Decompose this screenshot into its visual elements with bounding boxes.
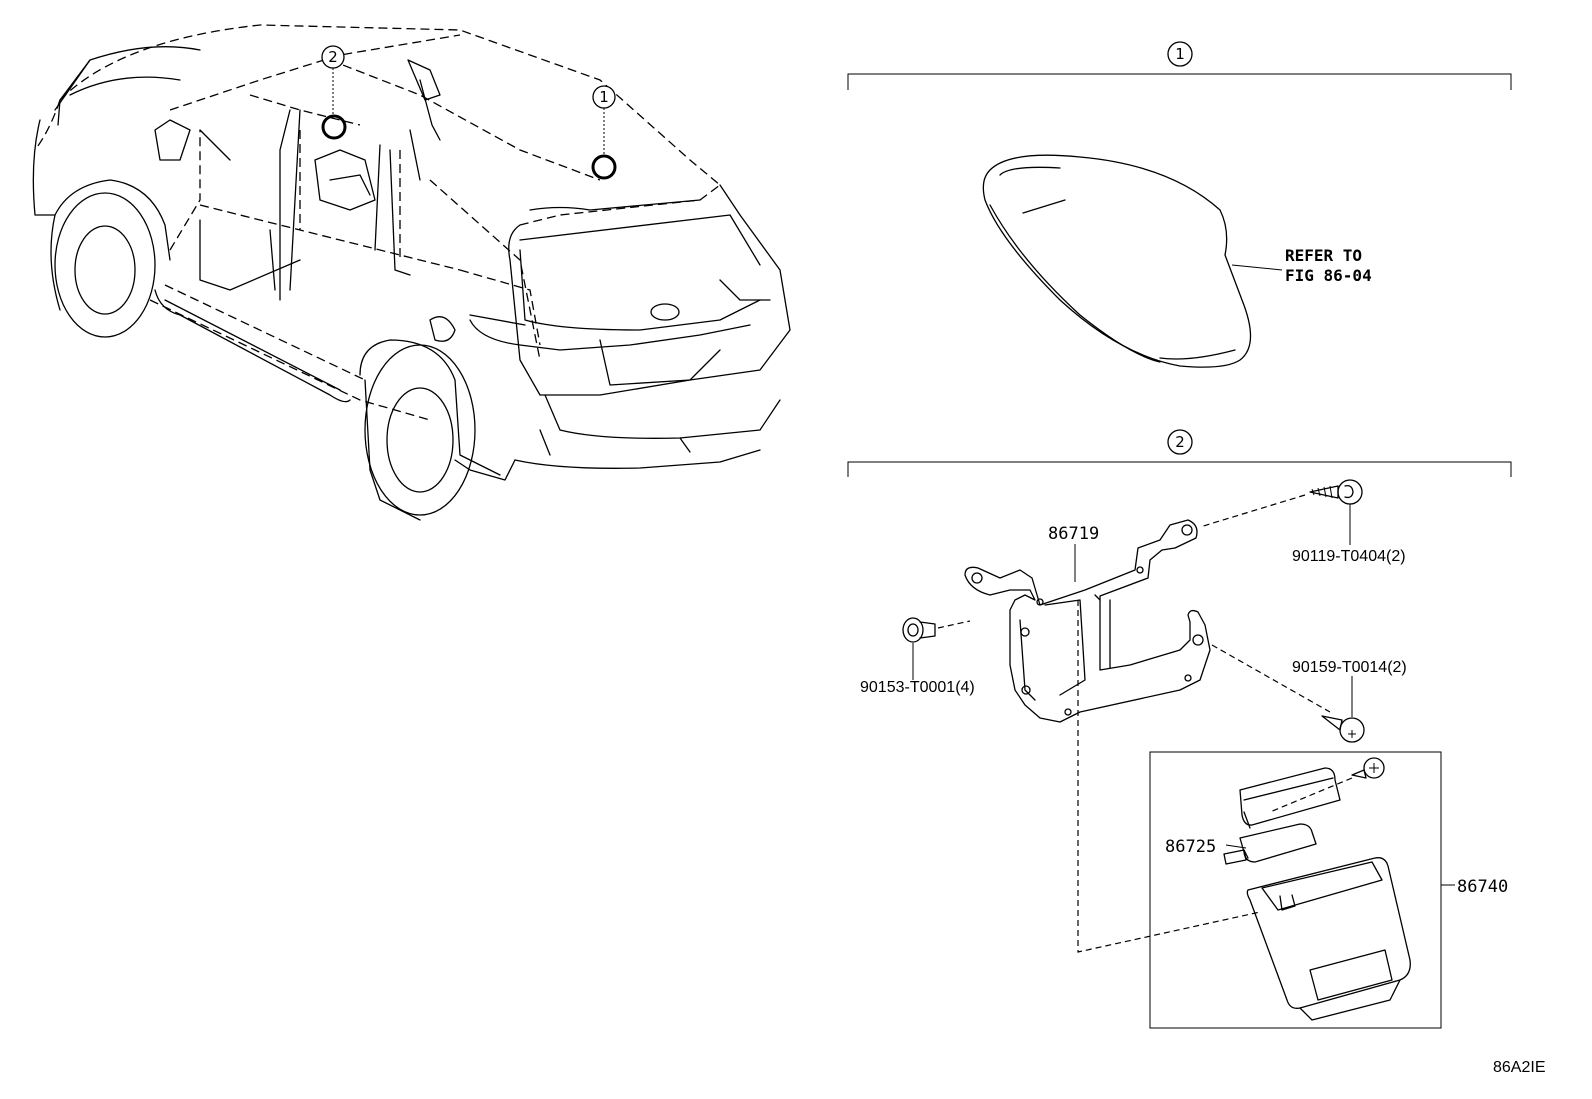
part-label-86725[interactable]: 86725 xyxy=(1165,837,1216,857)
dash-leader-90153 xyxy=(937,620,971,629)
section-1-number: 1 xyxy=(1175,45,1185,63)
dash-leader-90119 xyxy=(1199,494,1306,528)
bracket-86719[interactable] xyxy=(964,519,1211,723)
callout-number: 1 xyxy=(599,88,609,106)
refer-leader-line xyxy=(1231,264,1283,271)
shark-fin-antenna[interactable] xyxy=(982,154,1252,368)
section-1-bracket-line xyxy=(847,73,1512,90)
section-2-number: 2 xyxy=(1175,433,1185,451)
part-label-90153[interactable]: 90153-T0001(4) xyxy=(860,679,975,696)
module-cover[interactable] xyxy=(1239,767,1341,829)
leader-86725 xyxy=(1225,844,1247,849)
module-assembly-box xyxy=(1149,751,1442,1029)
module-housing[interactable] xyxy=(1246,857,1411,1021)
refer-text-line2[interactable]: FIG 86-04 xyxy=(1285,266,1372,285)
location-marker xyxy=(321,114,347,140)
section-1: 1 REFER TO FIG 86-04 xyxy=(847,41,1512,368)
location-marker xyxy=(591,154,617,180)
vehicle-callout-1[interactable]: 1 xyxy=(591,85,617,180)
part-label-86740[interactable]: 86740 xyxy=(1457,877,1508,897)
callout-number: 2 xyxy=(328,48,338,66)
nut-90153[interactable] xyxy=(902,617,936,643)
dash-leader-bracket-module xyxy=(1077,600,1261,953)
part-label-90119[interactable]: 90119-T0404(2) xyxy=(1292,548,1406,565)
refer-text-line1: REFER TO xyxy=(1285,246,1362,265)
figure-code: 86A2IE xyxy=(1493,1059,1545,1076)
inner-module-86725[interactable] xyxy=(1223,823,1317,865)
module-screw[interactable] xyxy=(1351,757,1385,779)
bolt-90119[interactable] xyxy=(1309,479,1363,505)
section-2: 2 86719 90119- xyxy=(847,429,1512,1029)
part-label-90159[interactable]: 90159-T0014(2) xyxy=(1292,659,1407,676)
vehicle-illustration xyxy=(32,24,791,521)
section-1-number-circle xyxy=(1167,41,1193,67)
vehicle-callout-2[interactable]: 2 xyxy=(321,45,347,140)
dash-leader-screw xyxy=(1269,777,1353,813)
section-2-number-circle xyxy=(1167,429,1193,455)
dash-leader-90159 xyxy=(1211,644,1331,713)
screw-90159[interactable] xyxy=(1321,715,1365,743)
part-label-86719[interactable]: 86719 xyxy=(1048,524,1099,544)
section-2-bracket-line xyxy=(847,461,1512,477)
